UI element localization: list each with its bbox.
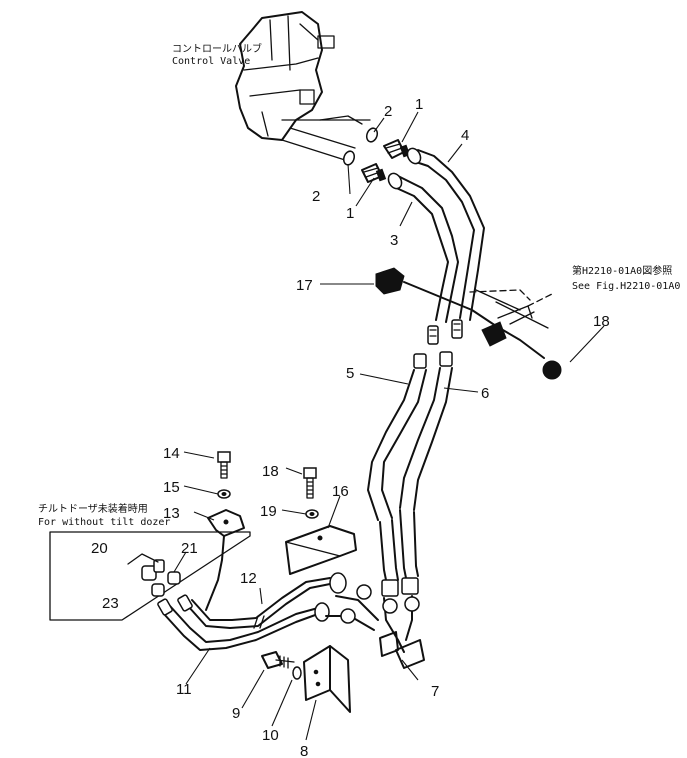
callout-21: 20 [91, 540, 108, 557]
notes: コントロールバルブ Control Valve 第H2210-01A0図参照 S… [38, 42, 680, 528]
tube-11 [163, 584, 379, 651]
callout-18: 19 [260, 503, 277, 520]
callout-4: 4 [461, 127, 469, 144]
callout-6: 6 [481, 385, 489, 402]
callout-3: 3 [390, 232, 398, 249]
callout-7: 7 [431, 683, 439, 700]
o-ring-2-lower [342, 150, 356, 166]
washer-18 [305, 509, 319, 519]
callout-12: 12 [240, 570, 257, 587]
callout-16: 16 [332, 483, 349, 500]
callout-8: 8 [300, 743, 308, 758]
callout-17: 18 [262, 463, 279, 480]
harness-19-20 [375, 267, 562, 380]
control-valve-label-en: Control Valve [172, 56, 250, 67]
tilt-dozer-label-jp: チルトドーザ未装着時用 [38, 502, 148, 515]
bolt-17 [303, 467, 317, 499]
callout-2-upper: 2 [384, 103, 392, 120]
elbow-1-lower [361, 163, 387, 183]
tube-fittings [427, 319, 463, 345]
caps-21-22 [127, 553, 181, 597]
tube-12 [187, 572, 347, 629]
tilt-dozer-box [49, 531, 251, 621]
callout-10: 10 [262, 727, 279, 744]
bolt-9 [261, 651, 295, 669]
control-valve-label-jp: コントロールバルブ [172, 42, 262, 55]
callout-15: 15 [163, 479, 180, 496]
callout-11: 11 [176, 681, 192, 698]
callout-20: 18 [593, 313, 610, 330]
bracket-13 [205, 509, 245, 611]
callout-1-lower: 1 [346, 205, 354, 222]
tube-4 [406, 147, 485, 321]
callout-numbers: 2 1 2 1 3 4 17 18 5 6 14 15 13 18 19 16 … [91, 96, 610, 758]
callout-2-lower: 2 [312, 188, 320, 205]
o-ring-2-upper [365, 127, 379, 143]
plate-16 [285, 525, 357, 575]
tube-3 [387, 172, 459, 323]
washer-10 [292, 666, 302, 680]
tilt-dozer-label-en: For without tilt dozer [38, 517, 170, 528]
hose-6 [399, 351, 453, 595]
leader-lines [173, 111, 605, 741]
callout-19: 17 [296, 277, 313, 294]
hose-5 [367, 353, 427, 597]
valve-block-7 [379, 595, 425, 669]
callout-14: 14 [163, 445, 180, 462]
callout-9: 9 [232, 705, 240, 722]
reference-label-jp: 第H2210-01A0図参照 [572, 264, 672, 277]
reference-label-en: See Fig.H2210-01A0 [572, 281, 680, 292]
tube-ends-left [157, 594, 193, 616]
washer-15 [217, 489, 231, 499]
callout-5: 5 [346, 365, 354, 382]
control-valve [235, 11, 371, 161]
bracket-8 [303, 645, 351, 713]
callout-1-upper: 1 [415, 96, 423, 113]
bolt-14 [217, 451, 231, 479]
elbow-1-upper [383, 139, 411, 159]
callout-23: 23 [102, 595, 119, 612]
callout-13: 13 [163, 505, 180, 522]
callout-22: 21 [181, 540, 198, 557]
